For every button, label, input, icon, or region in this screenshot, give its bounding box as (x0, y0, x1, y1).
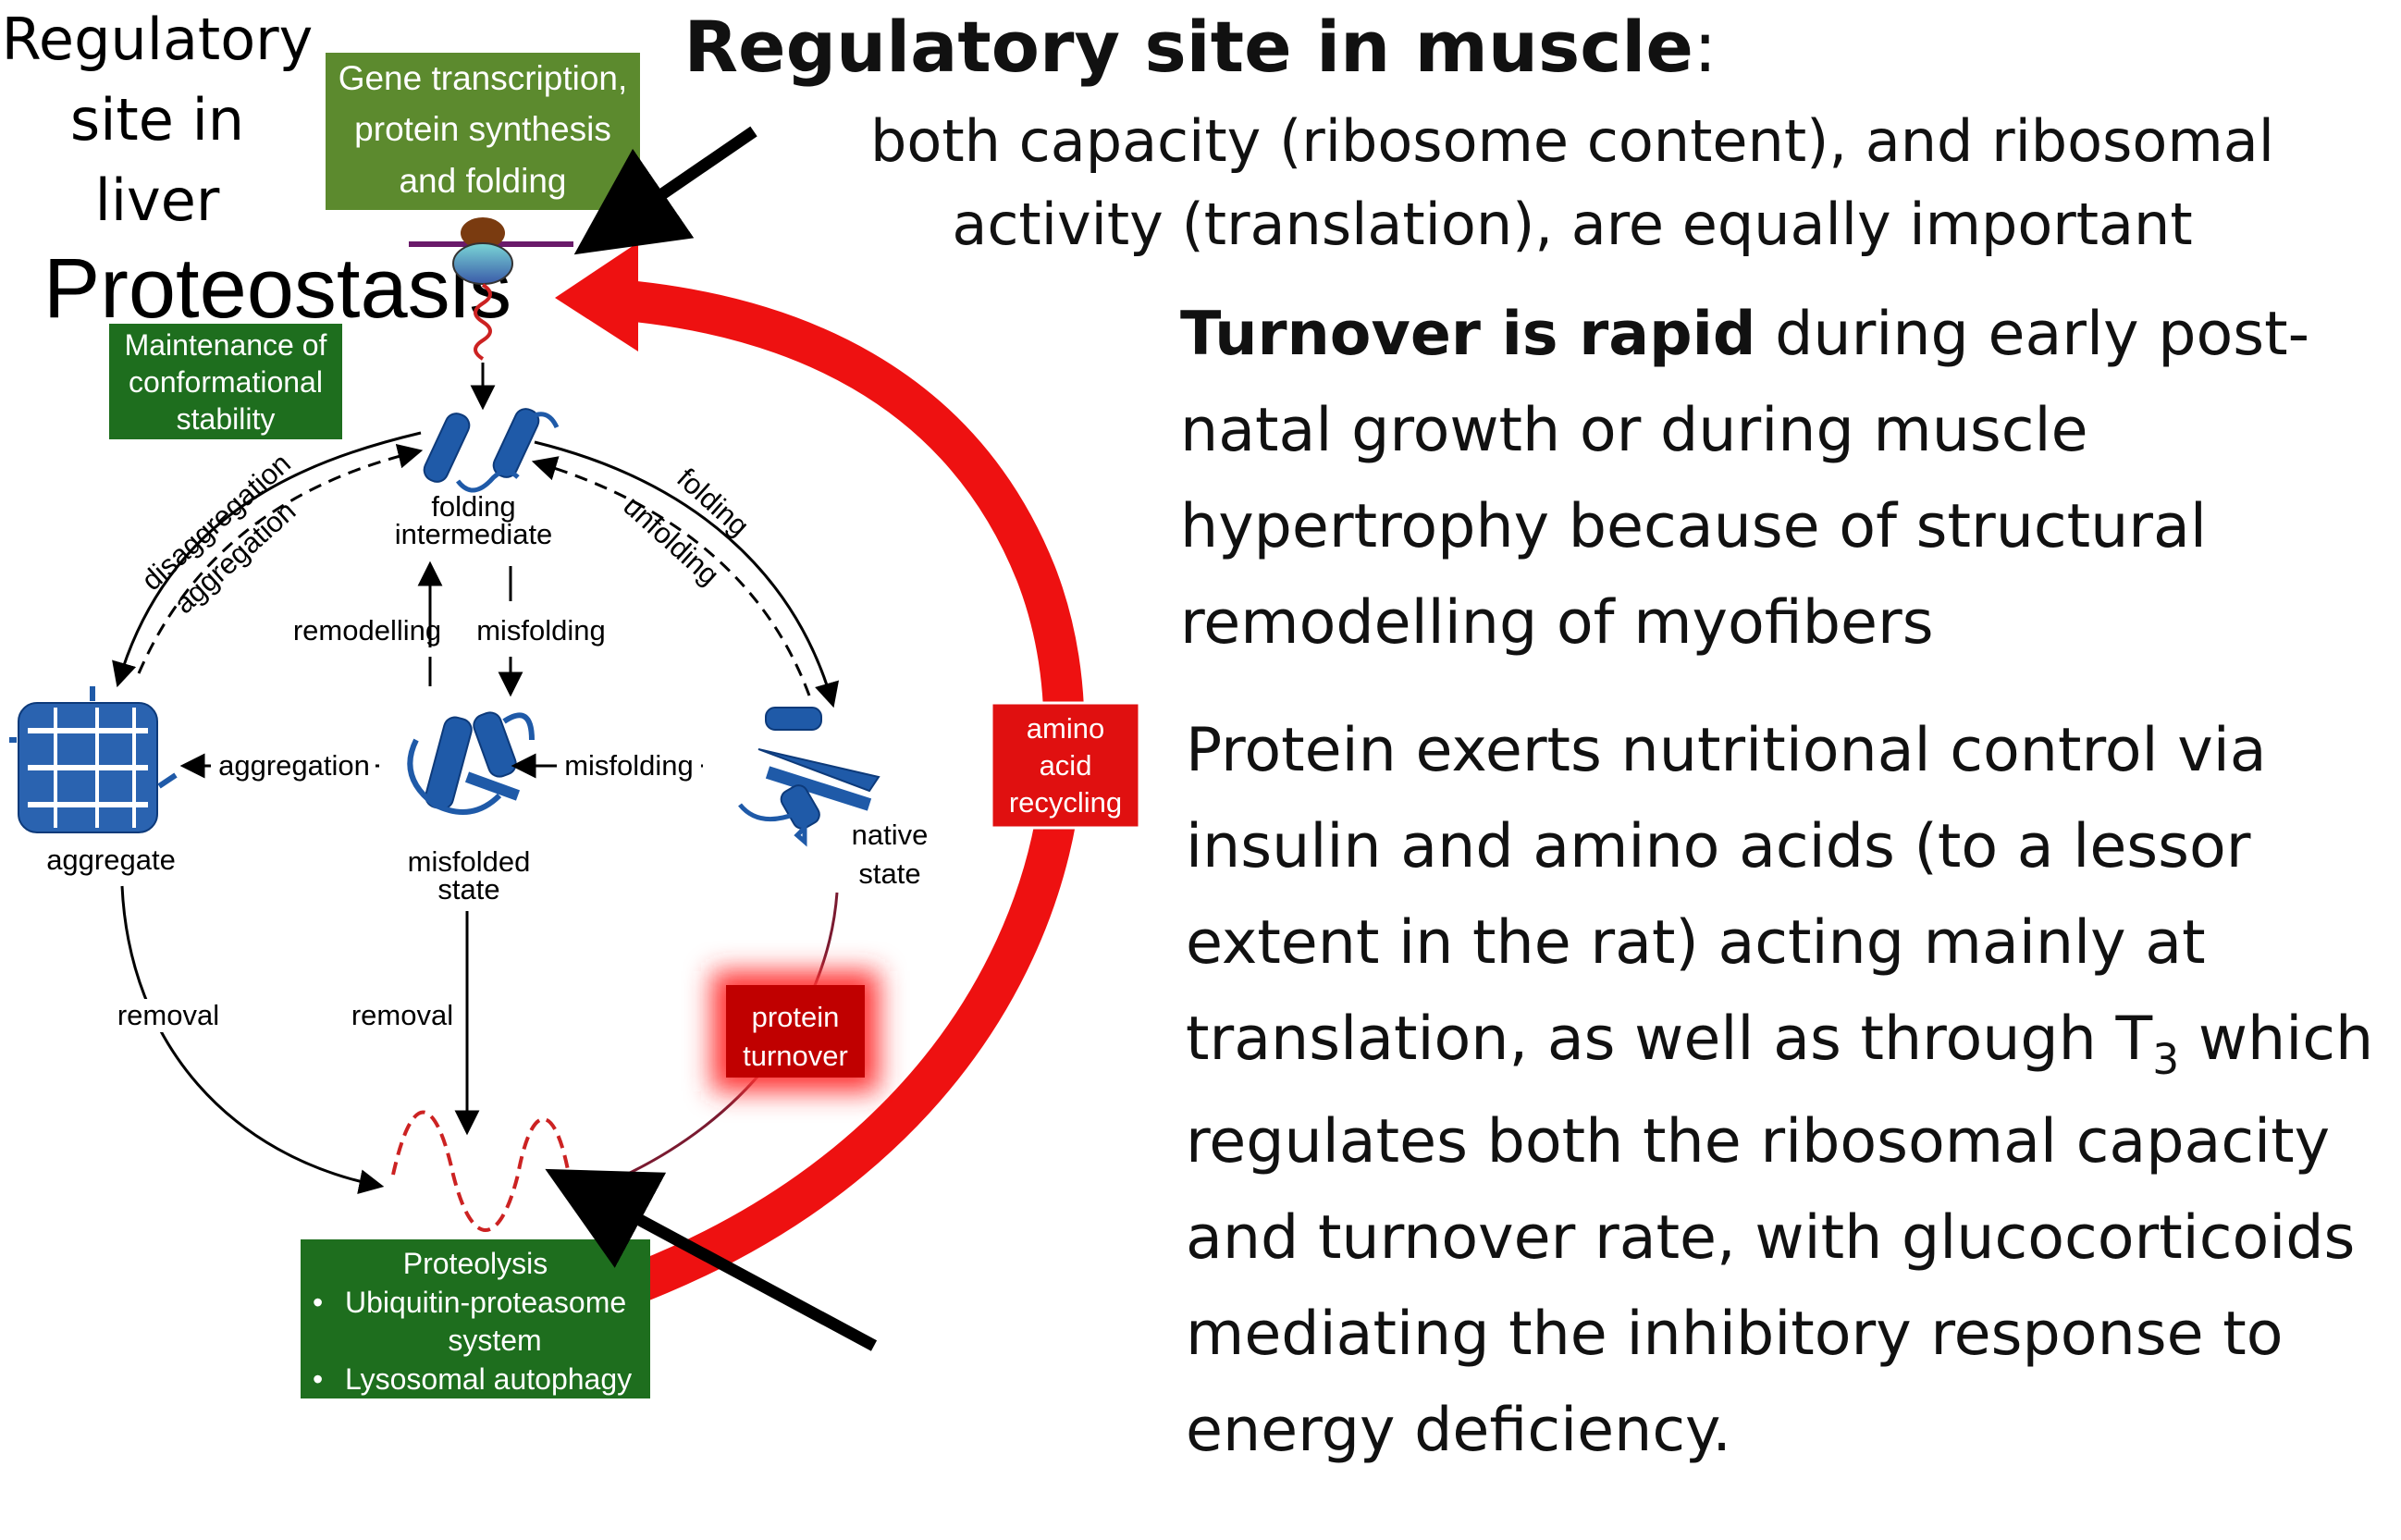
turnover-bold: Turnover is rapid (1180, 300, 1756, 369)
liver-label-line1: Regulatory (1, 6, 314, 73)
aggregation-horizontal-label: aggregation (218, 749, 370, 782)
native-label1: native (852, 819, 929, 851)
protein-turnover-line2: turnover (743, 1040, 848, 1072)
maintenance-line2: conformational (129, 365, 323, 399)
misfolded-label1: misfolded (408, 845, 531, 878)
amino-acid-line2: acid (1040, 749, 1092, 782)
folding-intermediate-icon (423, 408, 560, 493)
protein-tail: which regulates both the ribosomal capac… (1186, 1004, 2374, 1465)
turnover-rest: during early post-natal growth or during… (1180, 300, 2310, 658)
misfolded-label2: state (437, 873, 499, 906)
muscle-site-heading-bold: Regulatory site in muscle (683, 6, 1693, 88)
degraded-peptide-icon (391, 1110, 571, 1232)
proteolysis-title: Proteolysis (403, 1247, 548, 1280)
ribosome-icon (409, 217, 573, 361)
turnover-paragraph: Turnover is rapid during early post-nata… (1180, 287, 2383, 671)
removal-left-label: removal (117, 999, 219, 1031)
misfolded-state-icon (407, 711, 535, 815)
misfolding-vertical-label: misfolding (476, 614, 606, 647)
gene-box-line3: and folding (399, 162, 566, 200)
t3-subscript: 3 (2152, 1034, 2180, 1084)
proteolysis-box: Proteolysis • Ubiquitin-proteasome syste… (301, 1239, 650, 1398)
folding-intermediate-label1: folding (431, 490, 515, 523)
muscle-site-heading-colon: : (1693, 6, 1718, 88)
protein-turnover-box: protein turnover (712, 971, 879, 1091)
aggregate-icon (9, 686, 178, 833)
amino-acid-recycling-arrow (555, 242, 1085, 1300)
liver-site-arrow (545, 1168, 878, 1351)
native-label2: state (858, 857, 920, 890)
proteostasis-title: Proteostasis (43, 241, 512, 337)
aggregate-label: aggregate (46, 844, 176, 876)
liver-site-label: Regulatory site in liver (0, 0, 314, 240)
misfolding-horizontal-label: misfolding (564, 749, 694, 782)
muscle-line1: both capacity (ribosome content), and ri… (870, 107, 2274, 175)
protein-control-paragraph: Protein exerts nutritional control via i… (1186, 703, 2397, 1479)
native-state-icon (738, 707, 880, 847)
bullet-icon: • (313, 1286, 323, 1319)
bullet-icon: • (313, 1362, 323, 1396)
proteolysis-bullet1-line2: system (448, 1324, 541, 1357)
protein-turnover-line1: protein (752, 1001, 840, 1033)
gene-box-line2: protein synthesis (354, 110, 611, 148)
proteolysis-bullet1-line1: Ubiquitin-proteasome (345, 1286, 626, 1319)
maintenance-box: Maintenance of conformational stability (109, 324, 342, 439)
maintenance-line3: stability (177, 402, 276, 436)
amino-acid-recycling-box: amino acid recycling (990, 701, 1141, 830)
muscle-site-description: both capacity (ribosome content), and ri… (795, 100, 2349, 266)
gene-transcription-box: Gene transcription, protein synthesis an… (326, 53, 640, 210)
amino-acid-line3: recycling (1009, 786, 1122, 819)
muscle-site-arrow (573, 126, 757, 255)
muscle-site-heading: Regulatory site in muscle: (0, 2, 2401, 93)
protein-main: Protein exerts nutritional control via i… (1186, 716, 2267, 1074)
removal-center-label: removal (351, 999, 453, 1031)
remodelling-label: remodelling (293, 614, 441, 647)
amino-acid-line1: amino (1027, 712, 1104, 745)
proteolysis-bullet2: Lysosomal autophagy (345, 1362, 632, 1396)
folding-intermediate-label2: intermediate (395, 518, 553, 550)
gene-box-line1: Gene transcription, (339, 59, 628, 97)
liver-label-line2: site in liver (69, 85, 245, 234)
muscle-line2: activity (translation), are equally impo… (952, 190, 2193, 258)
maintenance-line1: Maintenance of (125, 328, 327, 362)
